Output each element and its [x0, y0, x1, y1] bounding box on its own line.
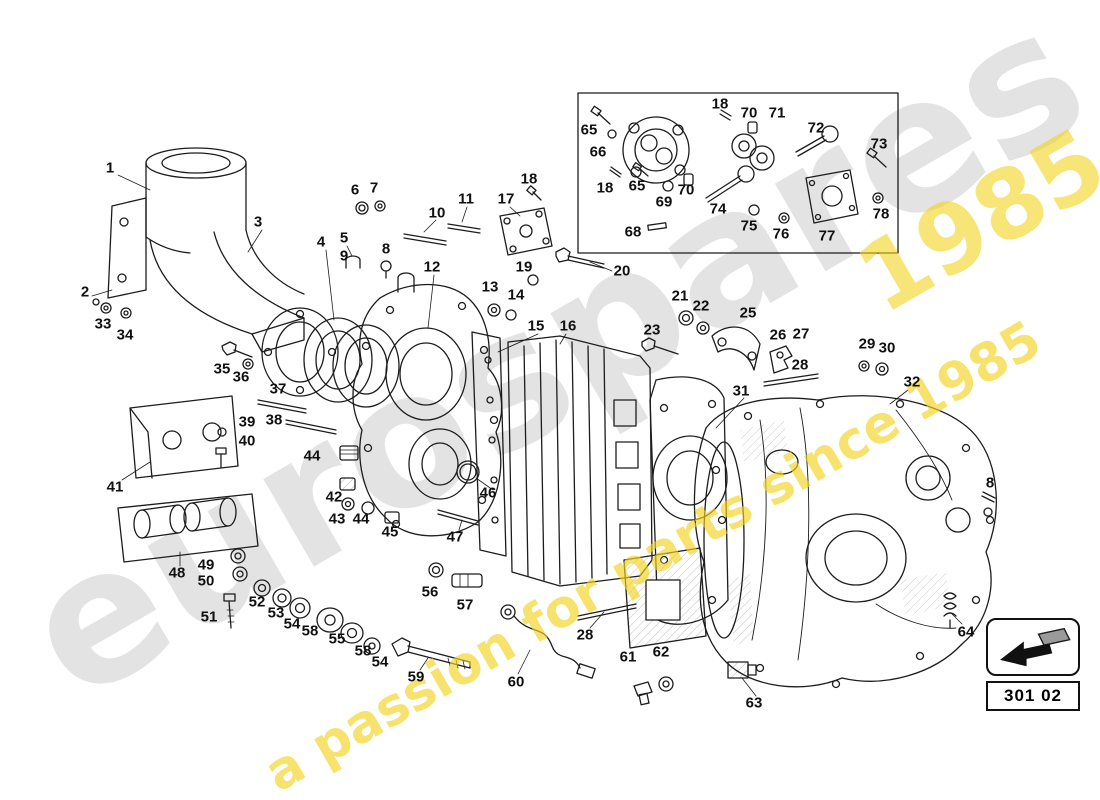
orientation-arrow-icon — [986, 618, 1080, 676]
adapter-plate-drawing — [623, 376, 729, 649]
ribbed-casing-drawing — [507, 335, 653, 587]
sensor-cable-drawing — [500, 604, 674, 706]
mount-bracket-drawing — [129, 395, 239, 479]
leader-lines — [91, 174, 963, 697]
part-code-box: 301 02 — [986, 618, 1080, 711]
gear-housing-drawing — [352, 272, 503, 537]
washer-stack-drawing — [223, 548, 471, 670]
bell-housing-drawing — [107, 147, 339, 397]
clamp-bracket-drawing — [117, 493, 259, 563]
rear-housing-drawing — [693, 395, 997, 689]
part-code-label: 301 02 — [986, 681, 1080, 711]
plug-breather-drawing — [727, 491, 996, 679]
gasket-rings-drawing — [303, 317, 400, 408]
detail-inset-drawing — [577, 92, 899, 254]
mid-hardware-drawing — [339, 445, 637, 621]
top-hardware-drawing — [92, 185, 889, 435]
